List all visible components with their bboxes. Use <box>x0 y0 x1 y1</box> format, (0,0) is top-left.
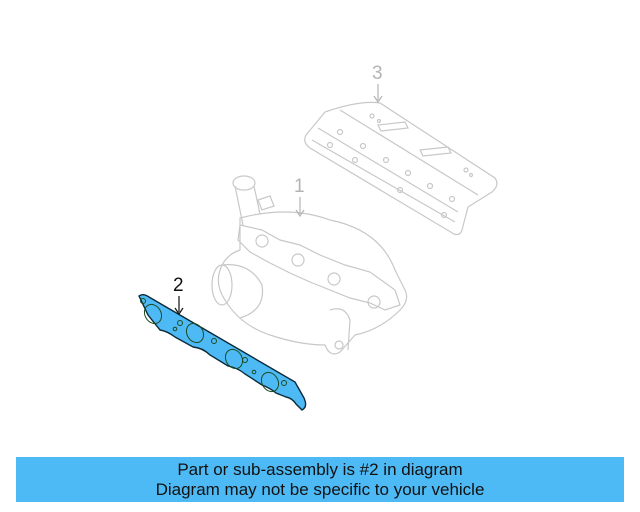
callout-number-3: 3 <box>372 63 383 84</box>
callout-3: 3 <box>372 63 383 104</box>
callout-1: 1 <box>294 176 305 218</box>
callout-number-1: 1 <box>294 176 305 197</box>
exhaust-manifold-gasket-part-2[interactable] <box>138 294 307 411</box>
exhaust-manifold-part-1[interactable] <box>211 175 408 355</box>
banner-line-part-number: Part or sub-assembly is #2 in diagram <box>177 460 463 479</box>
banner-line-disclaimer: Diagram may not be specific to your vehi… <box>155 480 485 499</box>
heat-shield-part-3[interactable] <box>304 101 498 236</box>
info-banner: Part or sub-assembly is #2 in diagram Di… <box>16 457 624 502</box>
parts-diagram: 3 1 2 <box>138 63 498 411</box>
callout-2: 2 <box>173 275 184 316</box>
callout-number-2: 2 <box>173 275 184 296</box>
